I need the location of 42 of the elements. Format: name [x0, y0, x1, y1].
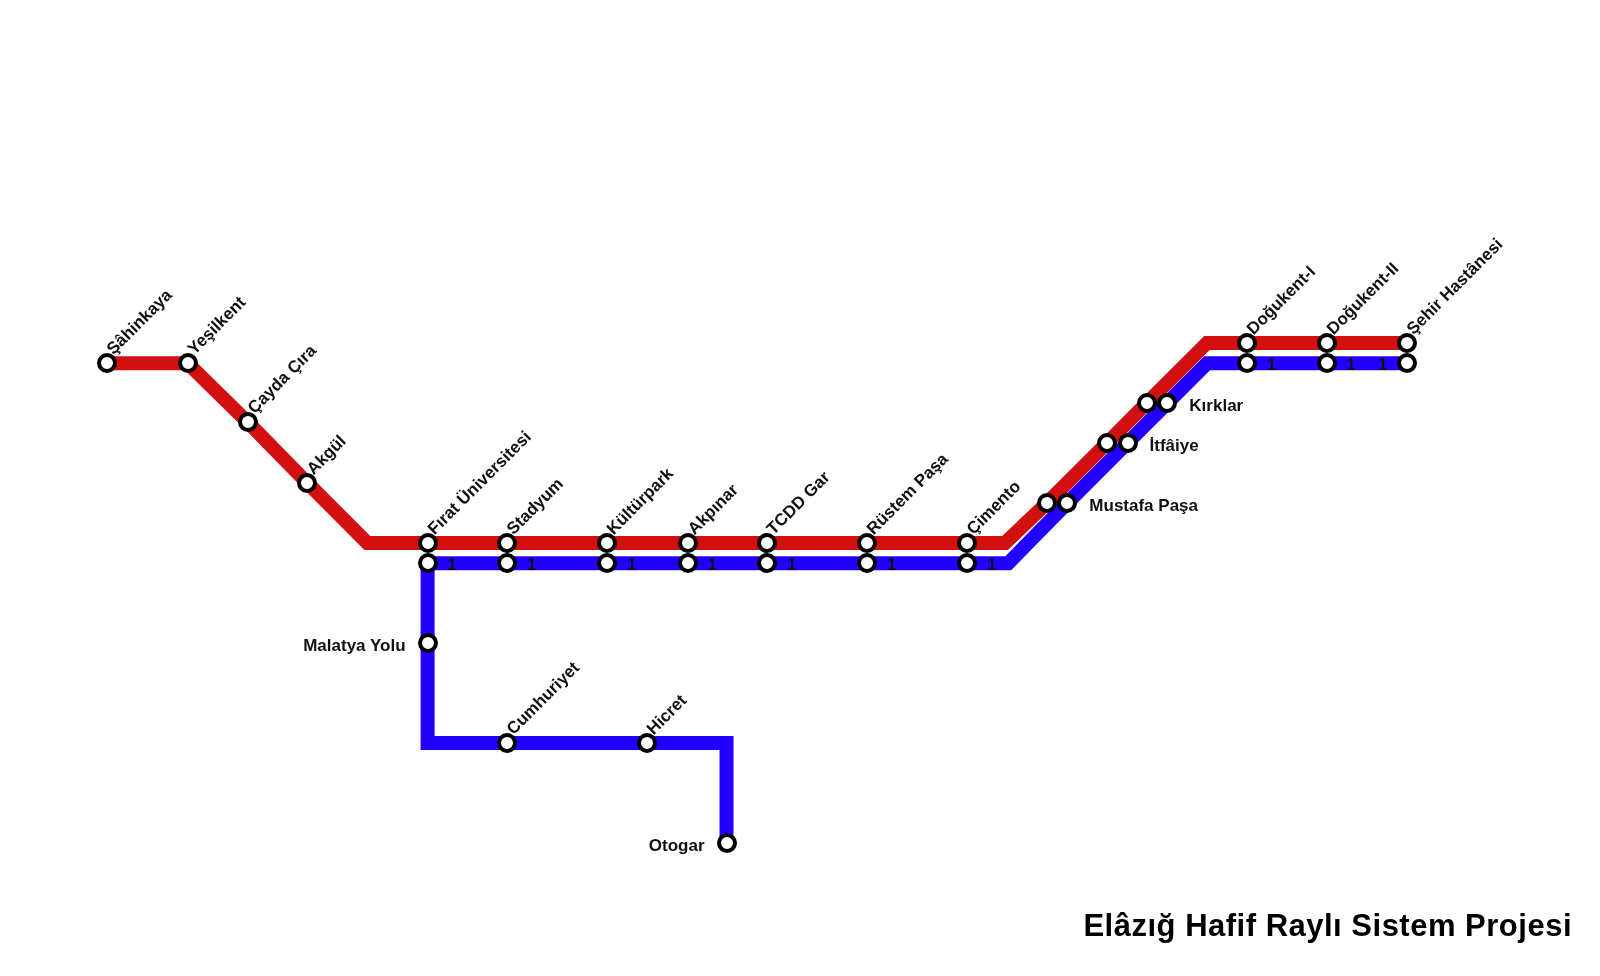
track-number: 1	[787, 556, 797, 575]
rail-line	[973, 502, 1048, 550]
rail-line	[113, 356, 182, 371]
station-name: Malatya Yolu	[303, 635, 406, 656]
rail-line	[613, 535, 682, 550]
rail-line	[652, 735, 734, 837]
rail-line	[1332, 356, 1402, 371]
rail-line	[187, 362, 249, 424]
rail-line	[513, 735, 641, 750]
track-number: 1	[1378, 356, 1388, 375]
track-number: 1	[627, 556, 637, 575]
rail-line	[306, 481, 422, 550]
station-name: İtfâiye	[1149, 435, 1199, 456]
rail-line	[420, 648, 502, 750]
map-title: Elâzığ Hafif Raylı Sistem Projesi	[1083, 908, 1572, 944]
station-name: Mustafa Paşa	[1089, 496, 1198, 517]
rail-line	[420, 569, 435, 637]
rail-line	[1252, 335, 1321, 350]
rail-line	[873, 535, 962, 550]
rail-line	[513, 535, 602, 550]
station-name: Otogar	[648, 835, 705, 856]
track-number: 1	[447, 556, 457, 575]
rail-line	[773, 535, 862, 550]
station-name: Kırklar	[1189, 396, 1244, 417]
rail-line	[693, 556, 762, 571]
track-number: 1	[527, 556, 537, 575]
track-number: 1	[1266, 356, 1276, 375]
rail-line	[1252, 356, 1321, 371]
rail-line	[693, 535, 762, 550]
rail-line	[873, 556, 962, 571]
rail-line	[433, 556, 502, 571]
rail-line	[1166, 356, 1241, 404]
rail-line	[773, 556, 862, 571]
rail-line	[247, 421, 308, 484]
rail-line	[613, 556, 682, 571]
track-number: 1	[707, 556, 717, 575]
track-number: 1	[1346, 356, 1356, 375]
rail-line	[1332, 335, 1402, 350]
track-number: 1	[987, 556, 997, 575]
track-number: 1	[887, 556, 897, 575]
rail-line	[513, 556, 602, 571]
rail-line	[433, 535, 502, 550]
